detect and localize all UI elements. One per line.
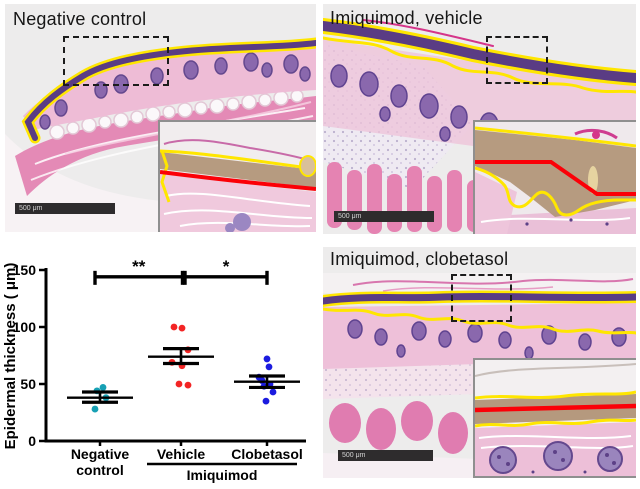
magnified-inset xyxy=(473,358,636,478)
y-axis-title: Epidermal thickness ( μm) xyxy=(2,263,19,450)
data-point xyxy=(263,355,271,363)
inset-follicle-opening xyxy=(299,155,316,177)
panel-title: Imiquimod, vehicle xyxy=(330,8,483,28)
significance-label: * xyxy=(223,257,230,276)
inset-yellow-outline xyxy=(475,390,636,428)
inset-dermis xyxy=(160,174,316,232)
data-point xyxy=(265,363,273,371)
panel-imiquimod-clobetasol: Imiquimod, clobetasol 500 μm xyxy=(323,247,636,478)
x-group-label: Negative xyxy=(71,446,130,462)
inset-yellow-outline xyxy=(475,126,636,217)
treatment-group-label: Imiquimod xyxy=(187,467,258,483)
data-point xyxy=(269,388,277,396)
data-point xyxy=(178,324,186,332)
inset-follicles xyxy=(489,441,623,474)
hair-follicles xyxy=(39,52,311,130)
data-point xyxy=(184,381,192,389)
roi-dashed-box xyxy=(486,36,548,84)
scale-bar-label: 500 μm xyxy=(19,205,43,212)
panel-title: Imiquimod, clobetasol xyxy=(330,249,509,269)
inset-surface-layer xyxy=(475,363,636,377)
roi-dashed-box xyxy=(451,274,512,322)
inset-thickness-line xyxy=(160,170,316,191)
inset-follicle-opening xyxy=(588,166,598,194)
scale-bar: 500 μm xyxy=(334,211,434,222)
scale-bar-label: 500 μm xyxy=(342,452,366,459)
y-tick-label: 150 xyxy=(13,262,37,278)
panel-title: Negative control xyxy=(13,9,147,29)
y-tick-label: 100 xyxy=(13,319,37,335)
panel-imiquimod-vehicle: Imiquimod, vehicle 500 μm xyxy=(323,4,636,234)
scale-bar-label: 500 μm xyxy=(338,213,362,220)
inset-surface-layer xyxy=(574,128,618,140)
inset-surface-layer xyxy=(163,139,316,163)
x-group-label: Vehicle xyxy=(157,446,205,462)
data-point xyxy=(91,405,99,413)
inset-follicle xyxy=(233,213,251,231)
inset-thickness-line xyxy=(475,160,636,196)
y-tick-label: 50 xyxy=(20,376,36,392)
data-point xyxy=(175,380,183,388)
inset-thickness-line xyxy=(475,403,636,413)
epidermis-outline xyxy=(323,18,636,94)
scale-bar: 500 μm xyxy=(15,203,115,214)
magnified-inset xyxy=(158,120,316,232)
magnified-inset xyxy=(473,120,636,234)
epidermis-outline xyxy=(21,37,316,144)
data-point xyxy=(170,323,178,331)
roi-dashed-box xyxy=(63,36,169,86)
x-group-label: control xyxy=(76,462,123,478)
x-group-label: Clobetasol xyxy=(231,446,303,462)
y-tick-label: 0 xyxy=(28,433,36,449)
data-point xyxy=(99,384,107,391)
panel-negative-control: Negative control 500 μm xyxy=(5,4,316,232)
significance-label: ** xyxy=(132,257,146,276)
inset-dermis xyxy=(475,208,636,234)
dermis-layer xyxy=(23,44,316,130)
scale-bar: 500 μm xyxy=(338,450,433,461)
inset-epidermis-band xyxy=(160,152,316,188)
data-point xyxy=(262,397,270,405)
epidermis-outline xyxy=(323,290,636,335)
